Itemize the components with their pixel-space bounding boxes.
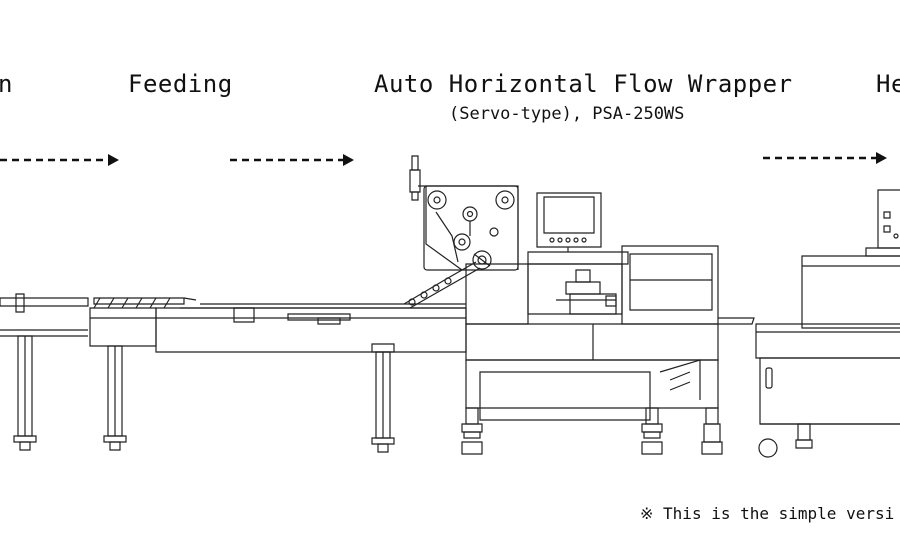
stage-label-feeding: Feeding bbox=[128, 70, 233, 98]
shrink-tunnel bbox=[756, 190, 900, 457]
left-conveyor bbox=[0, 294, 88, 450]
feeding-conveyor bbox=[90, 298, 466, 452]
stage-label-flow-wrapper: Auto Horizontal Flow Wrapper bbox=[374, 70, 793, 98]
footnote: ※ This is the simple versi bbox=[640, 504, 895, 523]
stage-label-partial-left: n bbox=[0, 70, 13, 98]
flow-arrow-3 bbox=[763, 152, 887, 164]
flow-arrow-1 bbox=[0, 154, 119, 166]
film-unwind-stand bbox=[404, 156, 518, 308]
stage-sublabel-flow-wrapper: (Servo-type), PSA-250WS bbox=[449, 104, 685, 124]
flow-arrow-2 bbox=[230, 154, 354, 166]
flow-wrapper-body bbox=[462, 193, 754, 454]
stage-label-partial-right: He bbox=[876, 70, 900, 98]
